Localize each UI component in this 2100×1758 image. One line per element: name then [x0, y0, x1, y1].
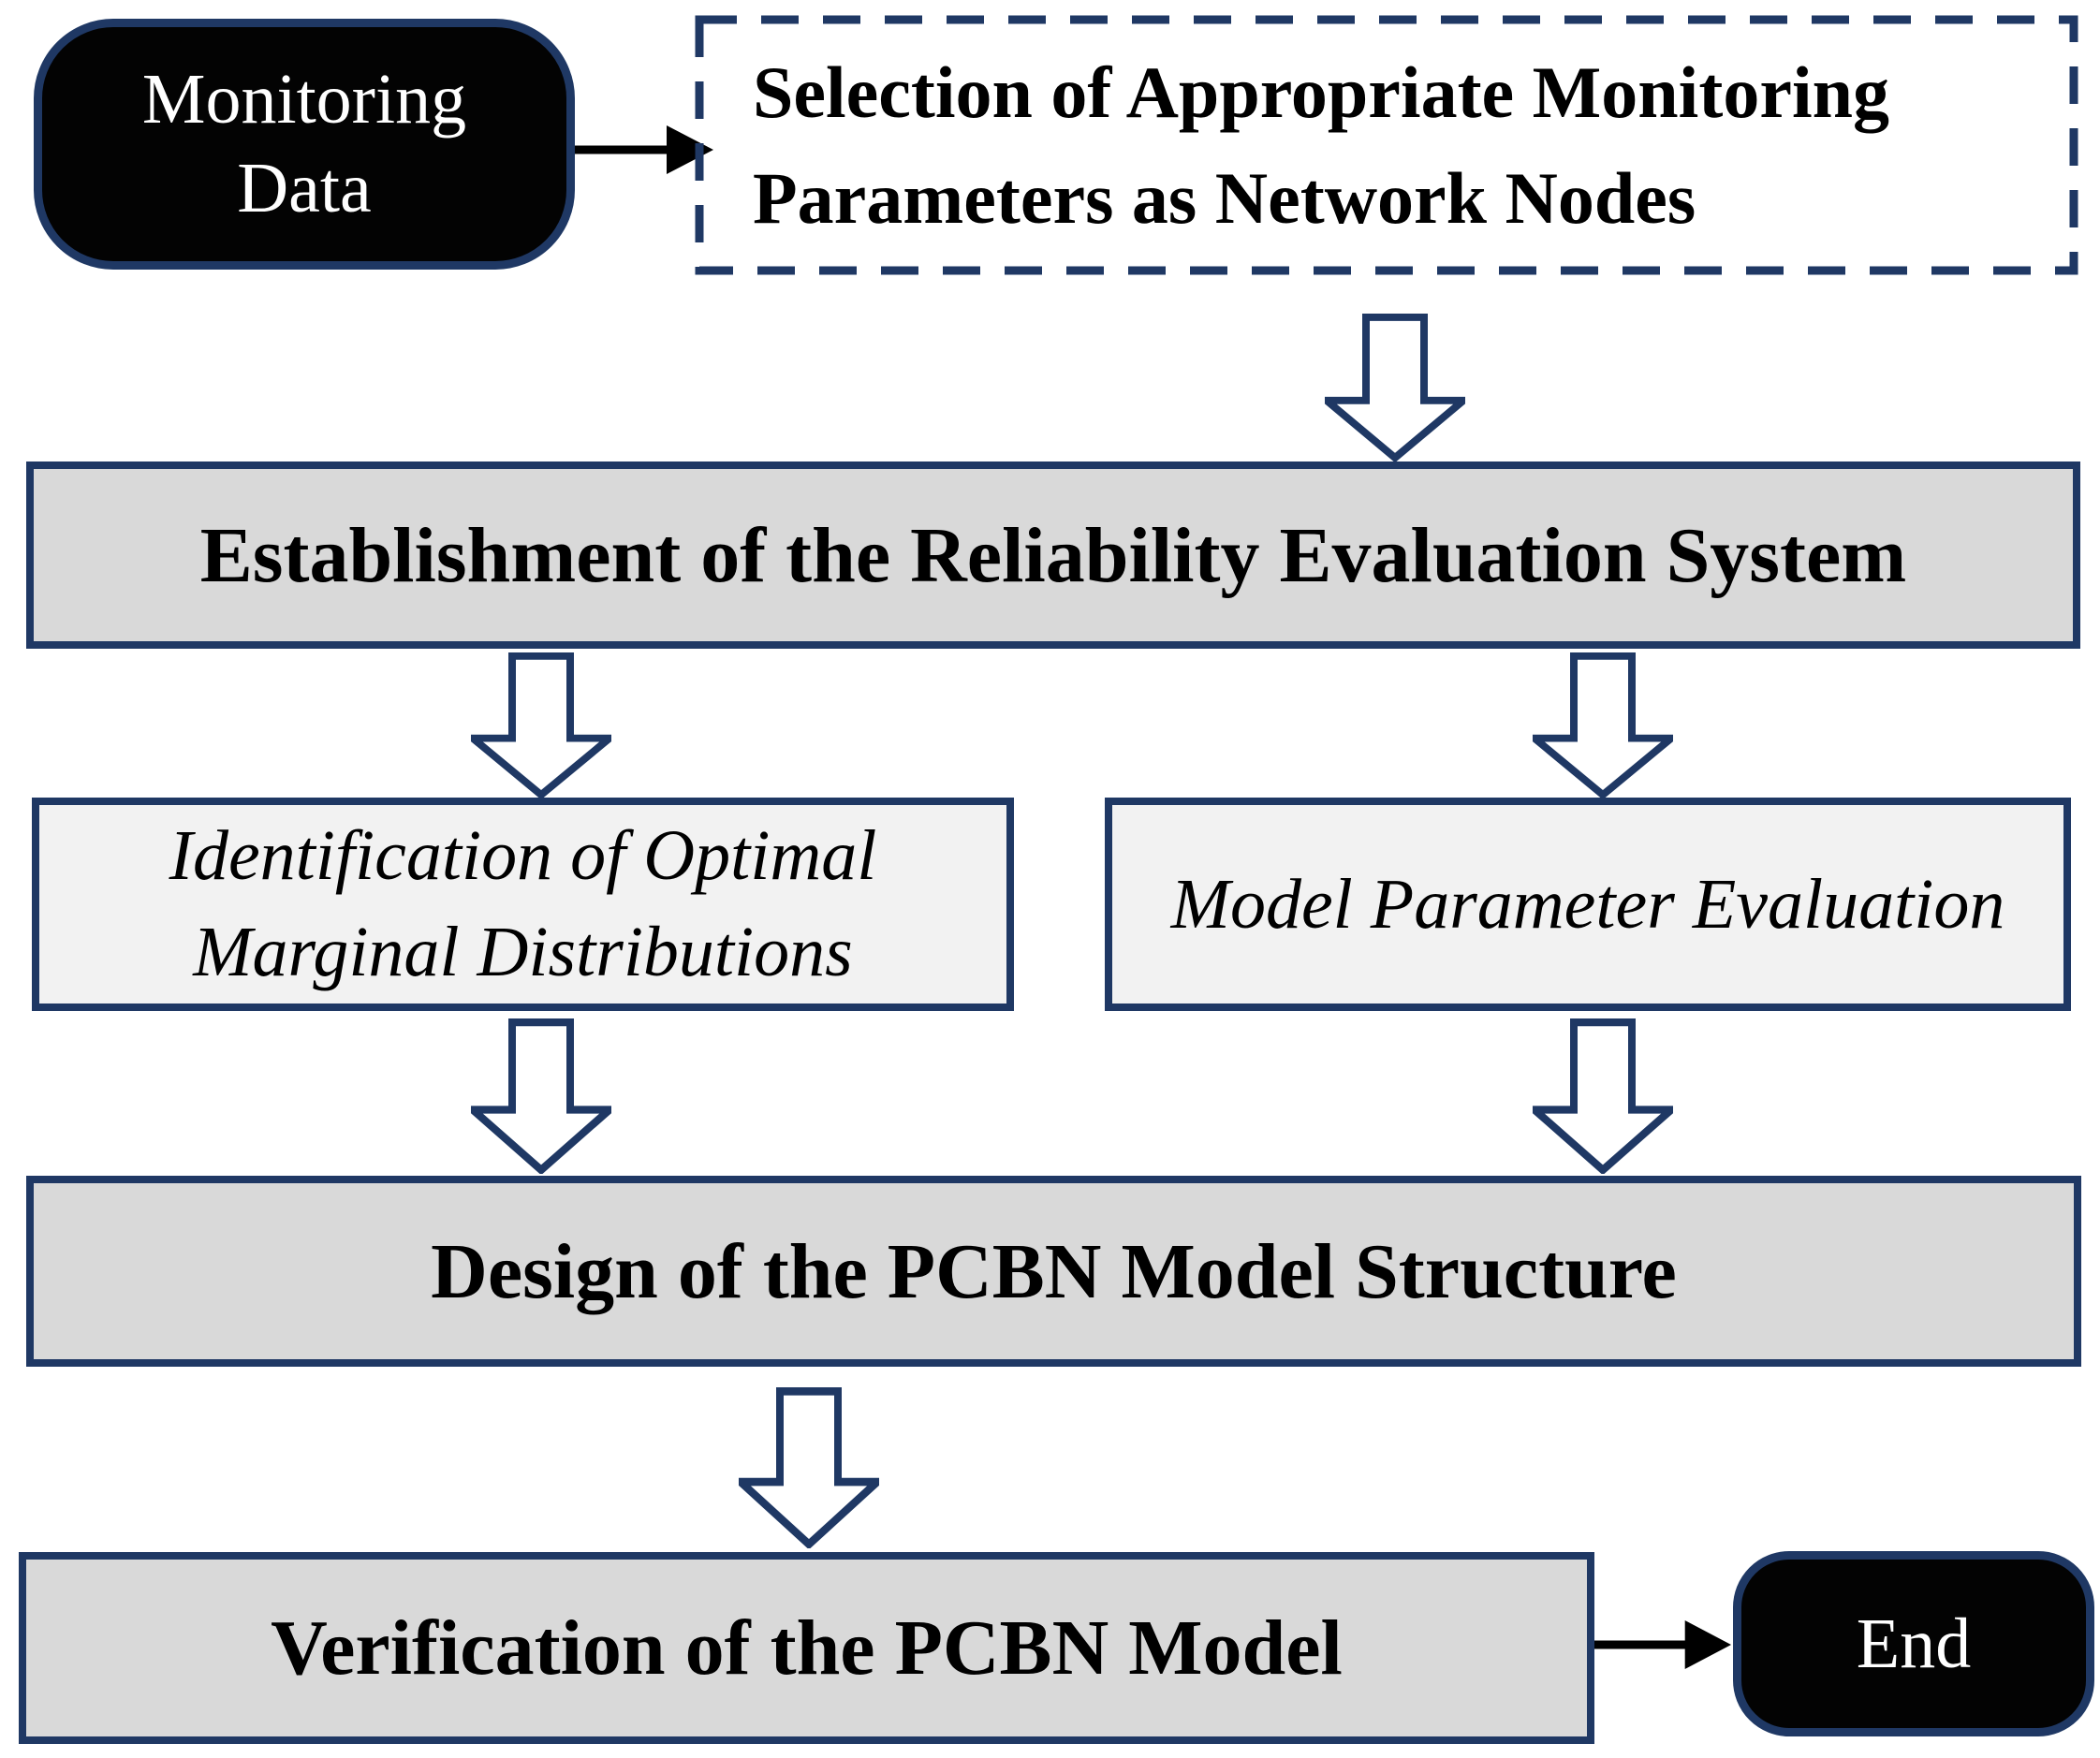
node-end: End — [1733, 1551, 2094, 1736]
model-parameter-label: Model Parameter Evaluation — [1170, 864, 2005, 944]
node-monitoring-data: Monitoring Data — [34, 19, 575, 270]
node-identification: Identification of Optimal Marginal Distr… — [32, 798, 1014, 1011]
arrow-design-to-verification — [739, 1387, 879, 1548]
end-label: End — [1856, 1604, 1972, 1683]
verification-label: Verification of the PCBN Model — [271, 1604, 1343, 1692]
design-label: Design of the PCBN Model Structure — [431, 1227, 1677, 1315]
arrow-verification-to-end — [1594, 1617, 1733, 1673]
node-establishment: Establishment of the Reliability Evaluat… — [26, 461, 2080, 649]
identification-label: Identification of Optimal Marginal Distr… — [169, 816, 877, 991]
arrow-establishment-to-identification — [471, 652, 611, 798]
establishment-label: Establishment of the Reliability Evaluat… — [199, 511, 1907, 599]
dashed-border-frame — [695, 15, 2078, 275]
node-model-parameter-evaluation: Model Parameter Evaluation — [1105, 798, 2071, 1011]
arrow-identification-to-design — [471, 1018, 611, 1174]
arrow-establishment-to-model-parameter — [1533, 652, 1673, 798]
arrow-model-parameter-to-design — [1533, 1018, 1673, 1174]
node-verification-pcbn-model: Verification of the PCBN Model — [19, 1552, 1594, 1744]
node-selection-of-parameters: Selection of Appropriate Monitoring Para… — [695, 15, 2078, 275]
monitoring-data-label: Monitoring Data — [141, 60, 467, 227]
arrow-monitoring-to-selection — [575, 122, 715, 178]
node-design-pcbn-structure: Design of the PCBN Model Structure — [26, 1176, 2081, 1367]
arrow-selection-to-establishment — [1325, 314, 1465, 461]
selection-label: Selection of Appropriate Monitoring Para… — [753, 51, 1889, 239]
